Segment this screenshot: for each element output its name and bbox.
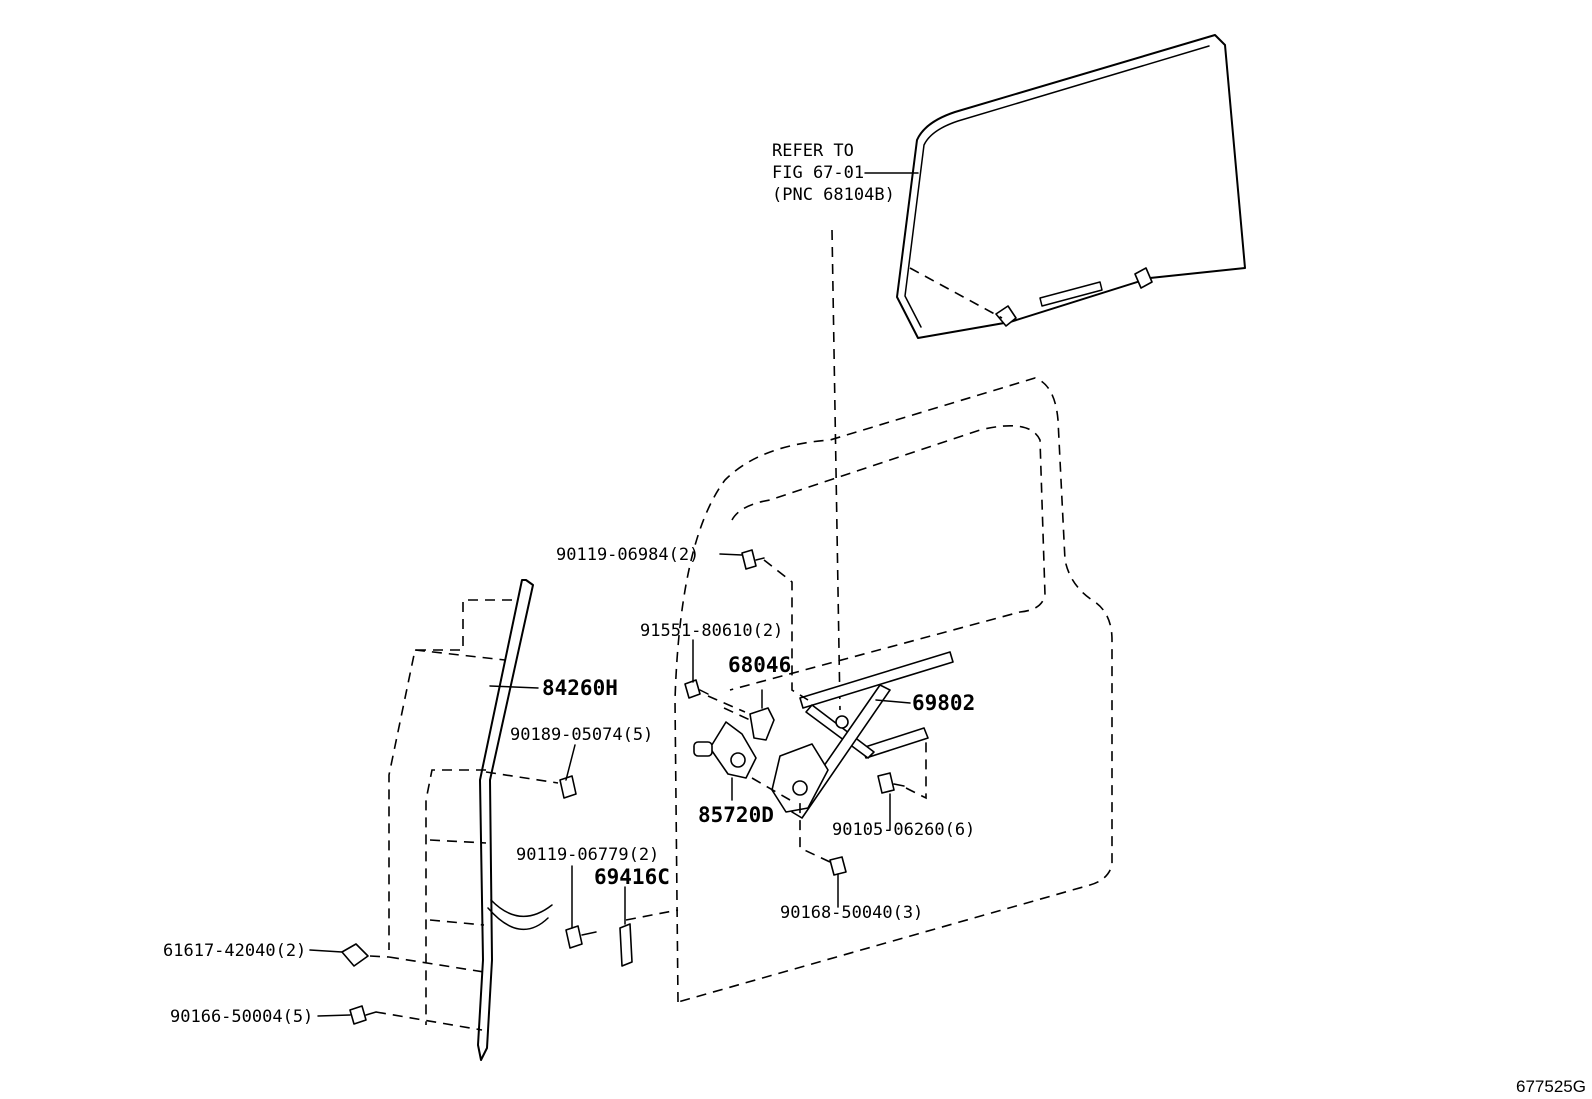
regulator-motor	[693, 721, 791, 801]
door-glass	[896, 34, 1246, 339]
fasteners	[341, 549, 927, 1025]
door-outline	[674, 229, 1113, 1004]
run-channel	[477, 579, 553, 1061]
bracket-68046	[723, 689, 775, 741]
label-90189-05074: 90189-05074(5)	[510, 725, 653, 745]
refer-note-line2: FIG 67-01	[772, 163, 864, 183]
refer-note-line3: (PNC 68104B)	[772, 185, 895, 205]
label-61617-42040: 61617-42040(2)	[163, 941, 306, 961]
label-69416C: 69416C	[594, 865, 670, 889]
locator-lines	[375, 599, 679, 1031]
refer-note-line1: REFER TO	[772, 141, 854, 161]
label-84260H: 84260H	[542, 676, 618, 700]
label-85720D: 85720D	[698, 803, 774, 827]
label-90119-06779: 90119-06779(2)	[516, 845, 659, 865]
label-69802: 69802	[912, 691, 975, 715]
label-90166-50004: 90166-50004(5)	[170, 1007, 313, 1027]
window-regulator	[771, 651, 954, 819]
leader-lines	[309, 172, 919, 1017]
label-91551-80610: 91551-80610(2)	[640, 621, 783, 641]
label-90119-06984: 90119-06984(2)	[556, 545, 699, 565]
figure-code: 677525G	[1516, 1077, 1586, 1096]
label-68046: 68046	[728, 653, 791, 677]
label-90105-06260: 90105-06260(6)	[832, 820, 975, 840]
label-90168-50040: 90168-50040(3)	[780, 903, 923, 923]
